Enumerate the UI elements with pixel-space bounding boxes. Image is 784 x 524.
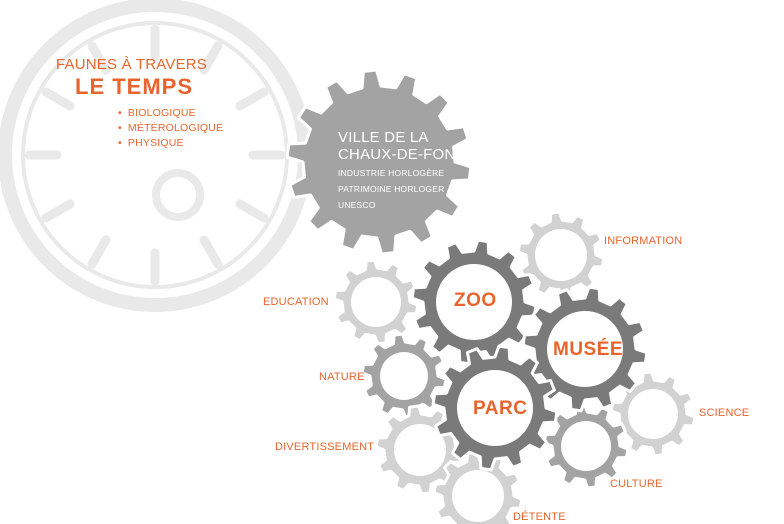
label-science: SCIENCE <box>699 407 750 419</box>
gear-label-zoo: ZOO <box>454 290 497 311</box>
label-detente: DÉTENTE <box>513 511 566 523</box>
gear-hole <box>535 229 587 281</box>
gear-hole <box>561 421 611 471</box>
gear-hole <box>351 277 401 327</box>
bullet-item: MÉTÉROLOGIQUE <box>118 121 223 136</box>
gear-icon-musee <box>521 285 649 413</box>
gear-icon-detente <box>432 450 524 524</box>
bullet-item: PHYSIQUE <box>118 136 223 151</box>
gear-icon-parc <box>431 344 559 472</box>
clock-hour-mark <box>41 87 75 111</box>
gear-hole <box>436 264 512 340</box>
label-divertissement: DIVERTISSEMENT <box>275 441 375 453</box>
header-line2: LE TEMPS <box>75 74 194 99</box>
gear-hole <box>547 311 623 387</box>
label-nature: NATURE <box>319 371 365 383</box>
gear-icon-nature <box>360 332 448 420</box>
gear-icon-city <box>285 68 473 256</box>
label-information: INFORMATION <box>604 235 683 247</box>
city-item: PATRIMOINE HORLOGER <box>338 184 445 194</box>
clock-hour-mark <box>235 87 269 111</box>
clock-hour-mark <box>199 235 223 269</box>
gear-hole <box>457 370 533 446</box>
header-line1: FAUNES À TRAVERS <box>56 56 208 73</box>
city-line2: CHAUX-DE-FONDS <box>338 146 477 163</box>
gear-body <box>285 68 473 256</box>
gear-label-parc: PARC <box>473 398 528 419</box>
city-line1: VILLE DE LA <box>338 129 429 146</box>
gear-icon-education <box>332 258 420 346</box>
gear-icon-information <box>516 210 606 300</box>
gear-icon-science <box>609 370 697 458</box>
gear-label-musee: MUSÉE <box>553 339 624 360</box>
header-bullet-list: BIOLOGIQUE MÉTÉROLOGIQUE PHYSIQUE <box>118 106 223 151</box>
clock-icon <box>0 0 312 312</box>
clock-hour-mark <box>87 235 111 269</box>
clock-hour-mark <box>235 199 269 223</box>
label-education: EDUCATION <box>263 296 329 308</box>
label-culture: CULTURE <box>610 478 663 490</box>
bullet-item: BIOLOGIQUE <box>118 106 223 121</box>
clock-hour-mark <box>41 199 75 223</box>
gear-hole <box>628 389 678 439</box>
clock-hour-mark <box>87 41 111 75</box>
gear-hole <box>394 424 446 476</box>
city-item: INDUSTRIE HORLOGÈRE <box>338 168 445 178</box>
clock-hour-mark <box>199 41 223 75</box>
city-item: UNESCO <box>338 200 376 210</box>
gear-hole <box>452 470 504 522</box>
gear-hole <box>380 352 428 400</box>
clock-inner-cog <box>152 169 204 221</box>
